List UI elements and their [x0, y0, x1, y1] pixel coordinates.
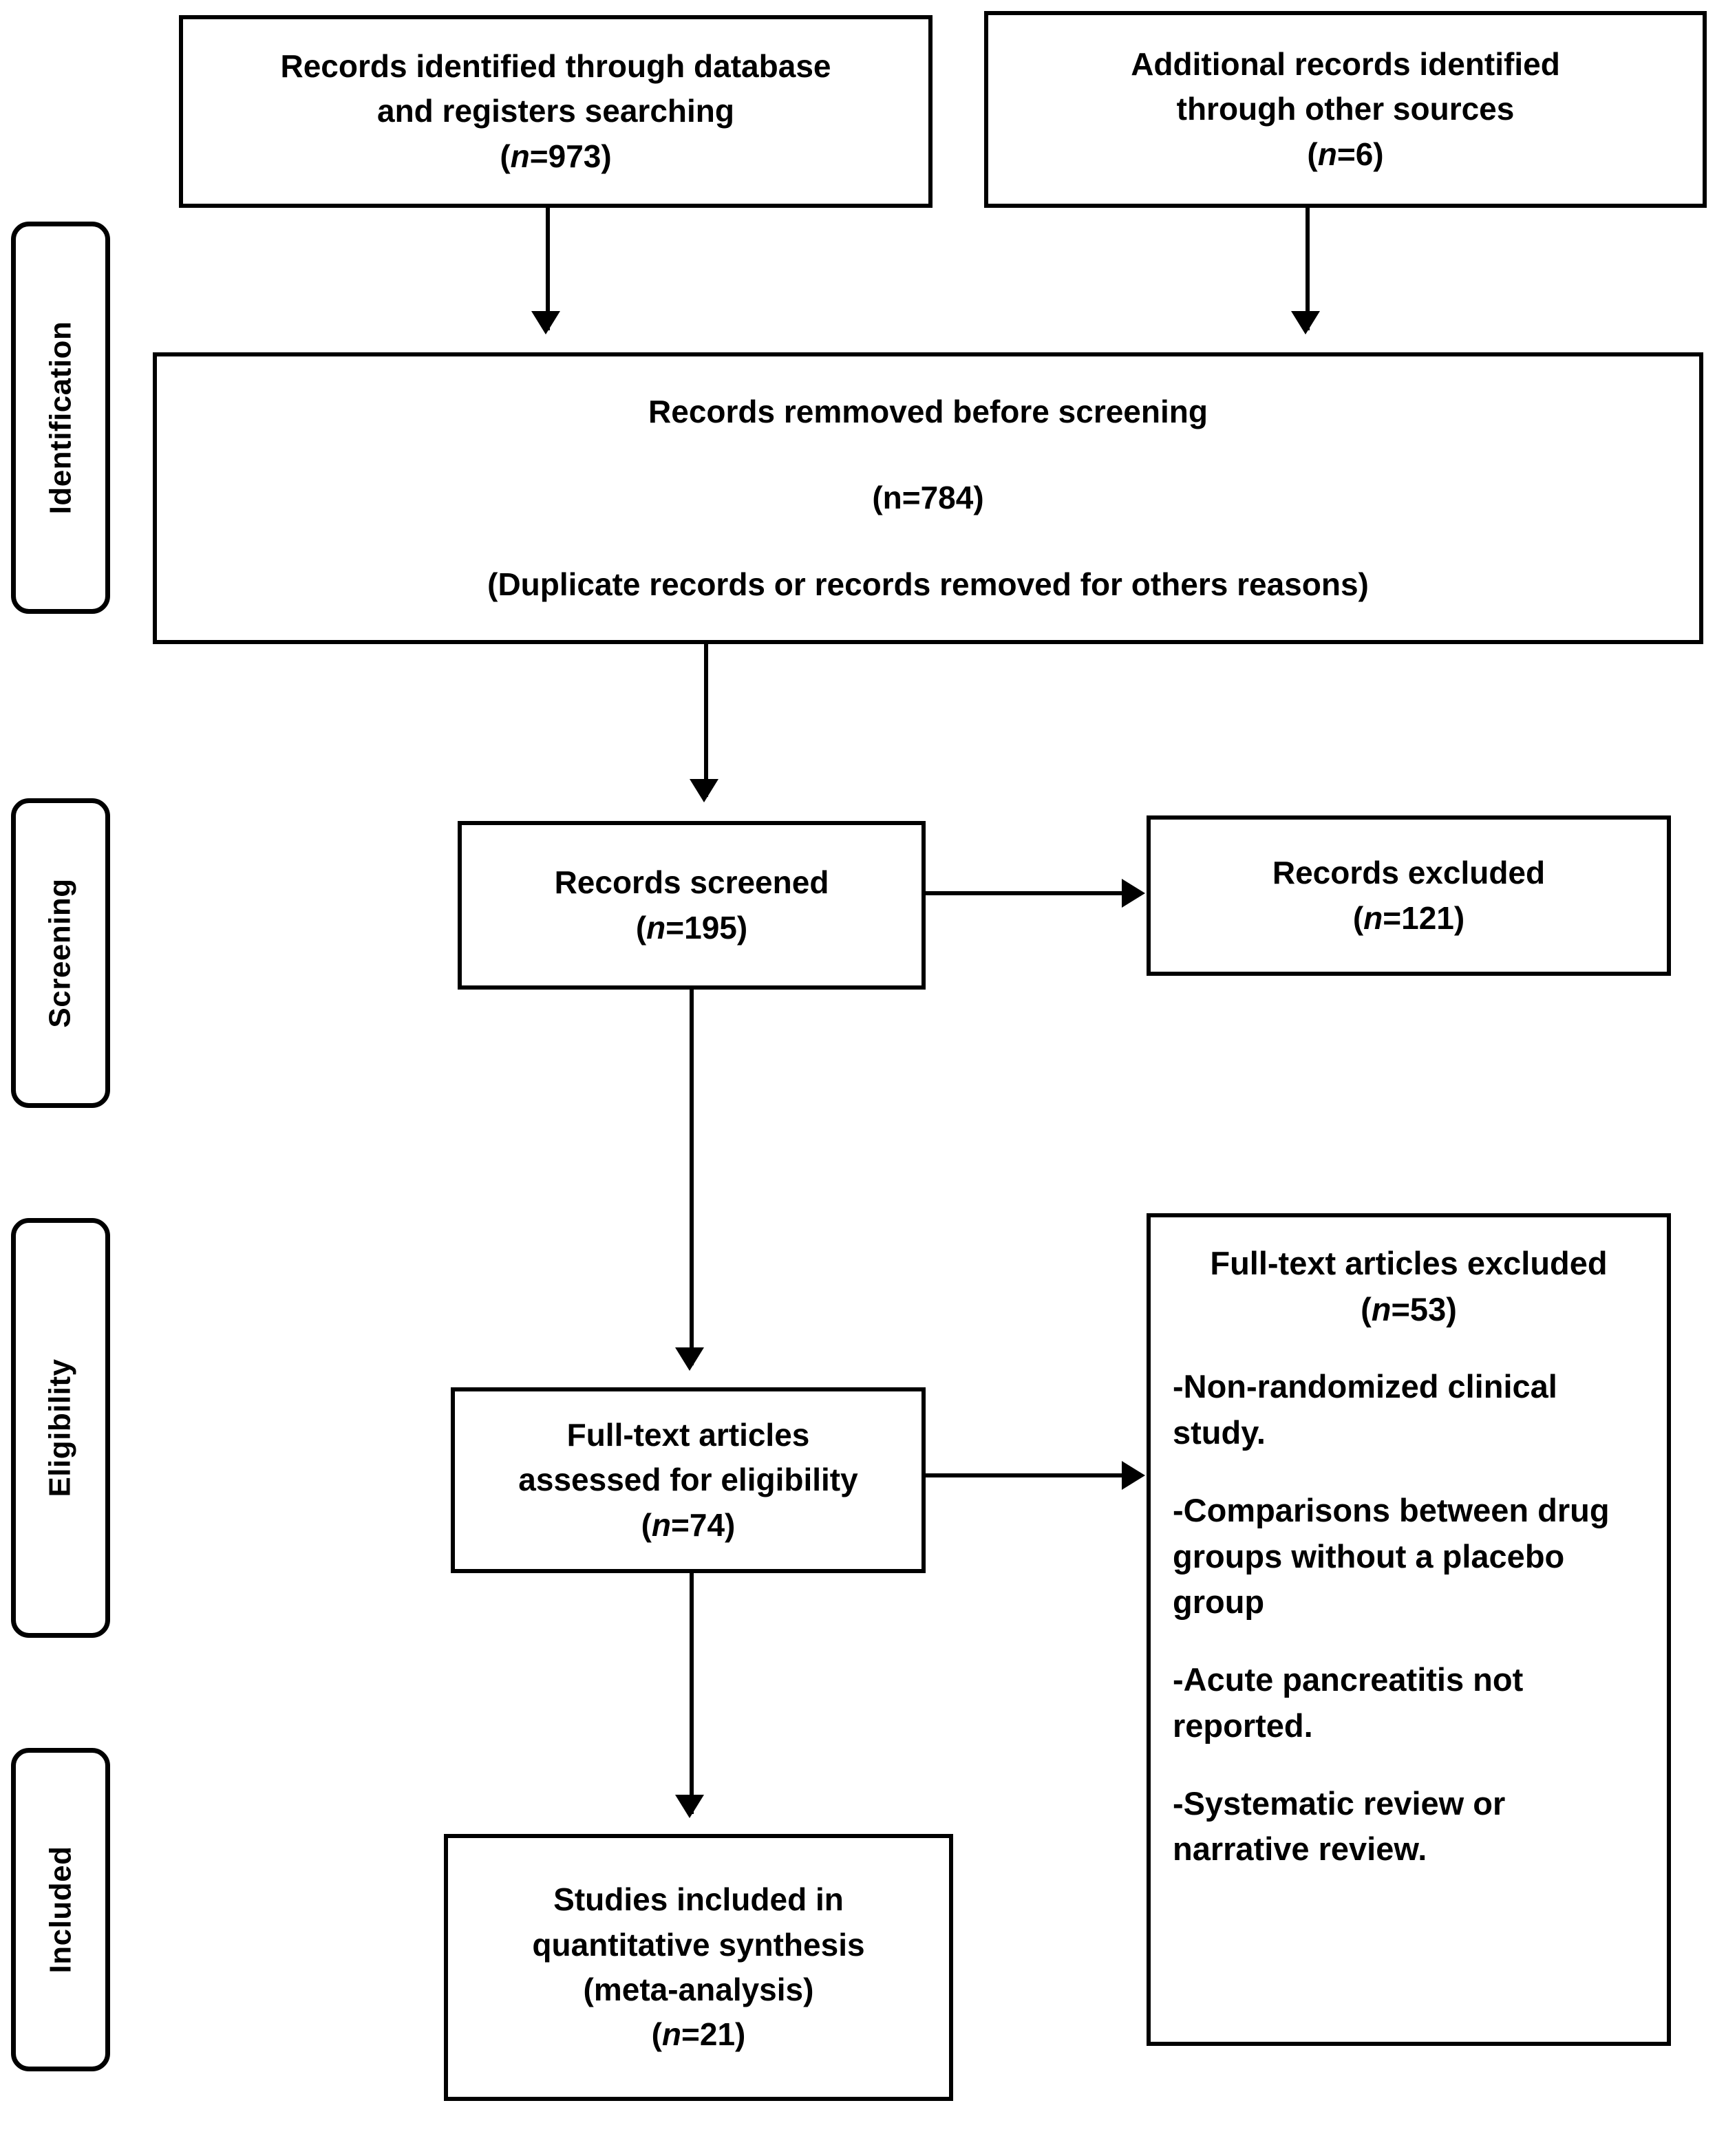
- box-studies-included-count: (n=21): [651, 2016, 746, 2053]
- box-additional-records-line2: through other sources: [1176, 91, 1515, 127]
- stage-label-included: Included: [11, 1748, 110, 2071]
- stage-label-screening: Screening: [11, 798, 110, 1108]
- arrowhead-screened-to-fulltext: [675, 1347, 704, 1371]
- box-records-screened: Records screened (n=195): [458, 821, 926, 990]
- box-records-identified-count: (n=973): [500, 138, 612, 174]
- box-records-screened-line1: Records screened: [554, 864, 829, 901]
- box-records-removed: Records remmoved before screening (n=784…: [153, 352, 1703, 644]
- stage-label-identification-text: Identification: [43, 321, 77, 515]
- arrowhead-removed-to-screened: [690, 779, 718, 802]
- box-studies-included-line3: (meta-analysis): [583, 1972, 814, 2007]
- box-records-screened-count: (n=195): [635, 909, 748, 946]
- box-fulltext-assessed-line2: assessed for eligibility: [518, 1462, 858, 1498]
- connector-fulltext-to-included: [690, 1573, 694, 1814]
- box-records-identified-line1: Records identified through database: [280, 48, 831, 85]
- box-records-excluded-count: (n=121): [1352, 899, 1465, 936]
- box-fulltext-excluded-reason-3: -Acute pancreatitis not reported.: [1173, 1661, 1524, 1744]
- stage-label-included-text: Included: [43, 1846, 77, 1974]
- arrowhead-fulltext-to-included: [675, 1795, 704, 1818]
- box-fulltext-assessed: Full-text articles assessed for eligibil…: [451, 1387, 926, 1573]
- box-records-excluded-line1: Records excluded: [1272, 855, 1546, 891]
- box-additional-records-line1: Additional records identified: [1131, 46, 1560, 83]
- connector-screened-to-fulltext: [690, 990, 694, 1365]
- box-additional-records-count: (n=6): [1307, 136, 1384, 172]
- arrowhead-additional-to-removed: [1291, 311, 1320, 334]
- box-fulltext-excluded: Full-text articles excluded (n=53) -Non-…: [1147, 1213, 1671, 2046]
- box-fulltext-excluded-reason-1: -Non-randomized clinical study.: [1173, 1368, 1557, 1451]
- box-studies-included-line1: Studies included in: [553, 1881, 844, 1918]
- stage-label-eligibility: Eligibility: [11, 1218, 110, 1638]
- arrowhead-fulltext-to-excluded: [1122, 1461, 1145, 1490]
- stage-label-screening-text: Screening: [43, 878, 77, 1028]
- connector-additional-to-removed: [1306, 208, 1310, 330]
- box-studies-included: Studies included in quantitative synthes…: [444, 1834, 953, 2101]
- connector-screened-to-excluded: [926, 891, 1125, 895]
- connector-removed-to-screened: [704, 644, 708, 797]
- box-records-identified-line2: and registers searching: [377, 93, 734, 129]
- arrowhead-screened-to-excluded: [1122, 879, 1145, 908]
- box-fulltext-excluded-reason-4: -Systematic review or narrative review.: [1173, 1784, 1506, 1868]
- connector-fulltext-to-excluded: [926, 1473, 1125, 1477]
- box-fulltext-assessed-count: (n=74): [641, 1506, 736, 1543]
- box-fulltext-assessed-line1: Full-text articles: [566, 1417, 810, 1453]
- box-records-removed-line1: Records remmoved before screening: [648, 394, 1208, 430]
- box-records-removed-note: (Duplicate records or records removed fo…: [487, 566, 1369, 602]
- connector-identified-to-removed: [546, 208, 550, 330]
- stage-label-eligibility-text: Eligibility: [43, 1358, 78, 1497]
- stage-label-identification: Identification: [11, 222, 110, 614]
- box-fulltext-excluded-reason-2: -Comparisons between drug groups without…: [1173, 1491, 1610, 1621]
- box-fulltext-excluded-count: (n=53): [1361, 1290, 1457, 1327]
- arrowhead-identified-to-removed: [531, 311, 560, 334]
- box-fulltext-excluded-header: Full-text articles excluded: [1210, 1245, 1608, 1281]
- box-records-removed-count: (n=784): [872, 480, 984, 516]
- box-records-excluded: Records excluded (n=121): [1147, 815, 1671, 976]
- box-additional-records: Additional records identified through ot…: [984, 11, 1707, 208]
- box-studies-included-line2: quantitative synthesis: [532, 1926, 865, 1963]
- box-records-identified: Records identified through database and …: [179, 15, 933, 208]
